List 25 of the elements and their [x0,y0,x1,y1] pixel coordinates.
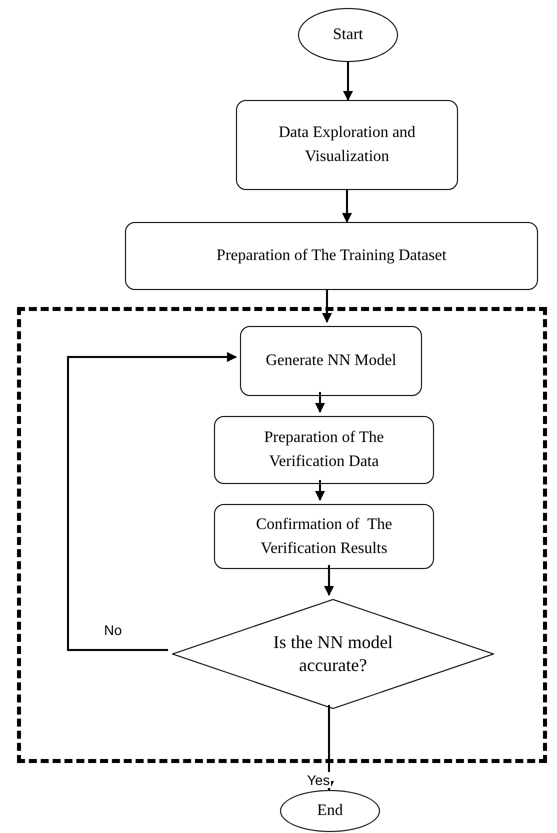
edge-label: Yes [306,772,331,788]
arrow [322,290,332,323]
arrow [315,480,325,501]
arrow [343,62,353,101]
process-box [125,222,538,290]
node-text: Preparation of The Verification Data [263,428,385,472]
node-text: Preparation of The Training Dataset [216,246,448,266]
process-box [240,326,422,396]
terminal-ellipse [298,8,398,62]
process-box [214,504,434,569]
arrow [324,565,334,596]
node-text: Confirmation of The Verification Results [254,514,394,558]
terminal-ellipse [280,790,380,832]
node-text: End [316,801,344,821]
node-text: Start [332,25,364,45]
process-box [214,416,434,484]
arrow [67,352,237,651]
arrow [342,190,352,223]
process-box [236,100,458,190]
decision-text: Is the NN model accurate? [272,630,394,677]
node-text: Data Exploration and Visualization [278,123,416,167]
node-text: Generate NN Model [264,351,398,371]
arrow [315,392,325,413]
dashed-group-box [17,307,547,763]
edge-label: No [103,622,123,638]
